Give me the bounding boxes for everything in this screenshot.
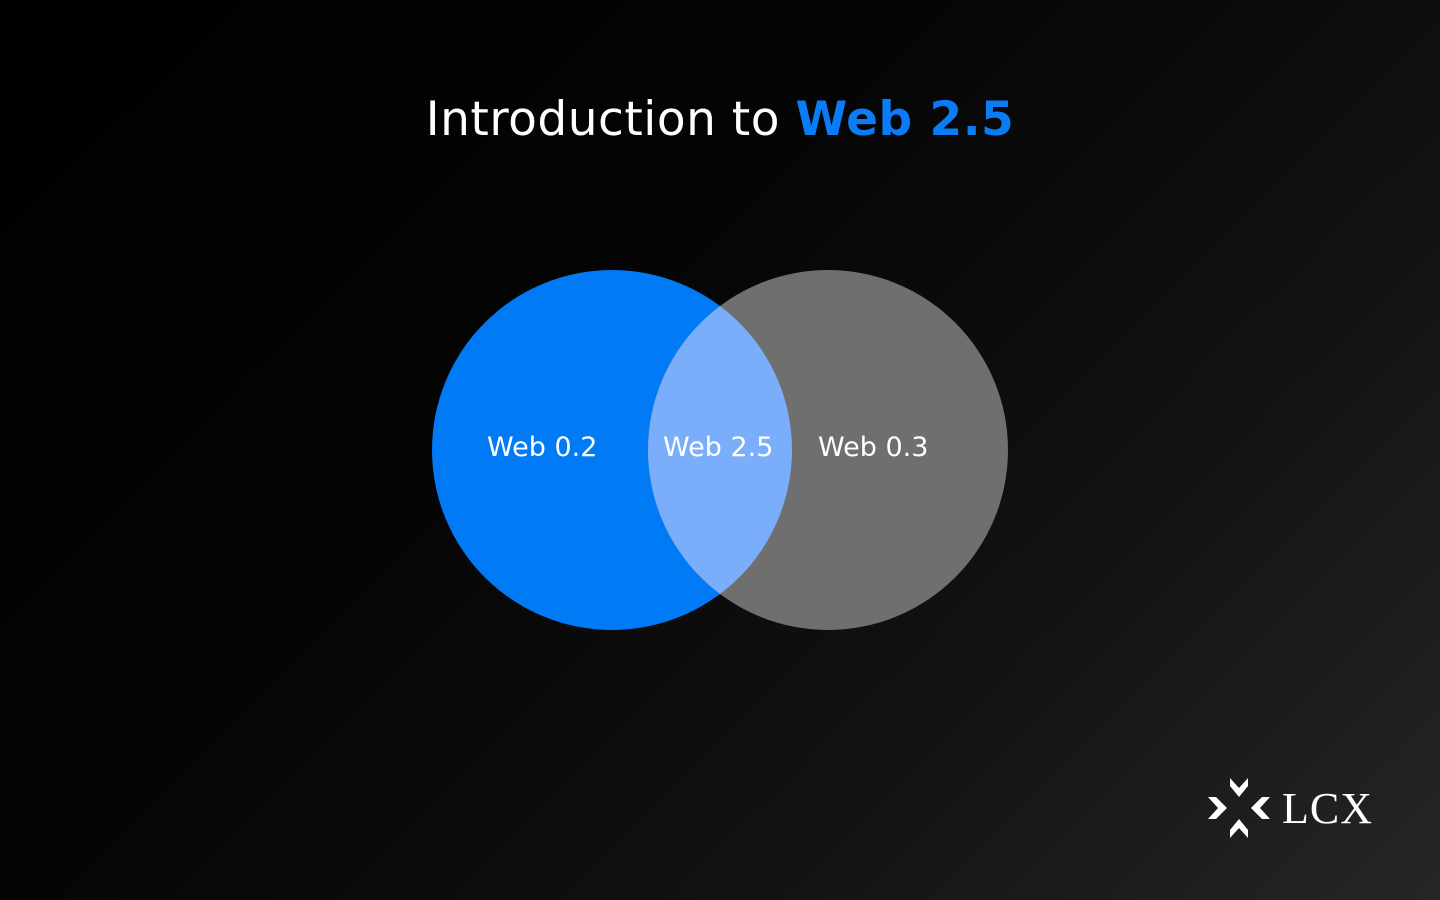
title-prefix: Introduction to: [425, 92, 796, 147]
lcx-x-mark-icon: [1208, 778, 1270, 838]
venn-label-intersection: Web 2.5: [663, 432, 774, 463]
lcx-logo: LCX: [1208, 778, 1373, 838]
venn-label-left: Web 0.2: [487, 432, 598, 463]
lcx-logo-text: LCX: [1282, 783, 1373, 833]
title-highlight: Web 2.5: [795, 92, 1015, 147]
venn-intersection: [648, 270, 792, 630]
venn-label-right: Web 0.3: [818, 432, 929, 463]
page-title: Introduction to Web 2.5: [0, 92, 1440, 147]
